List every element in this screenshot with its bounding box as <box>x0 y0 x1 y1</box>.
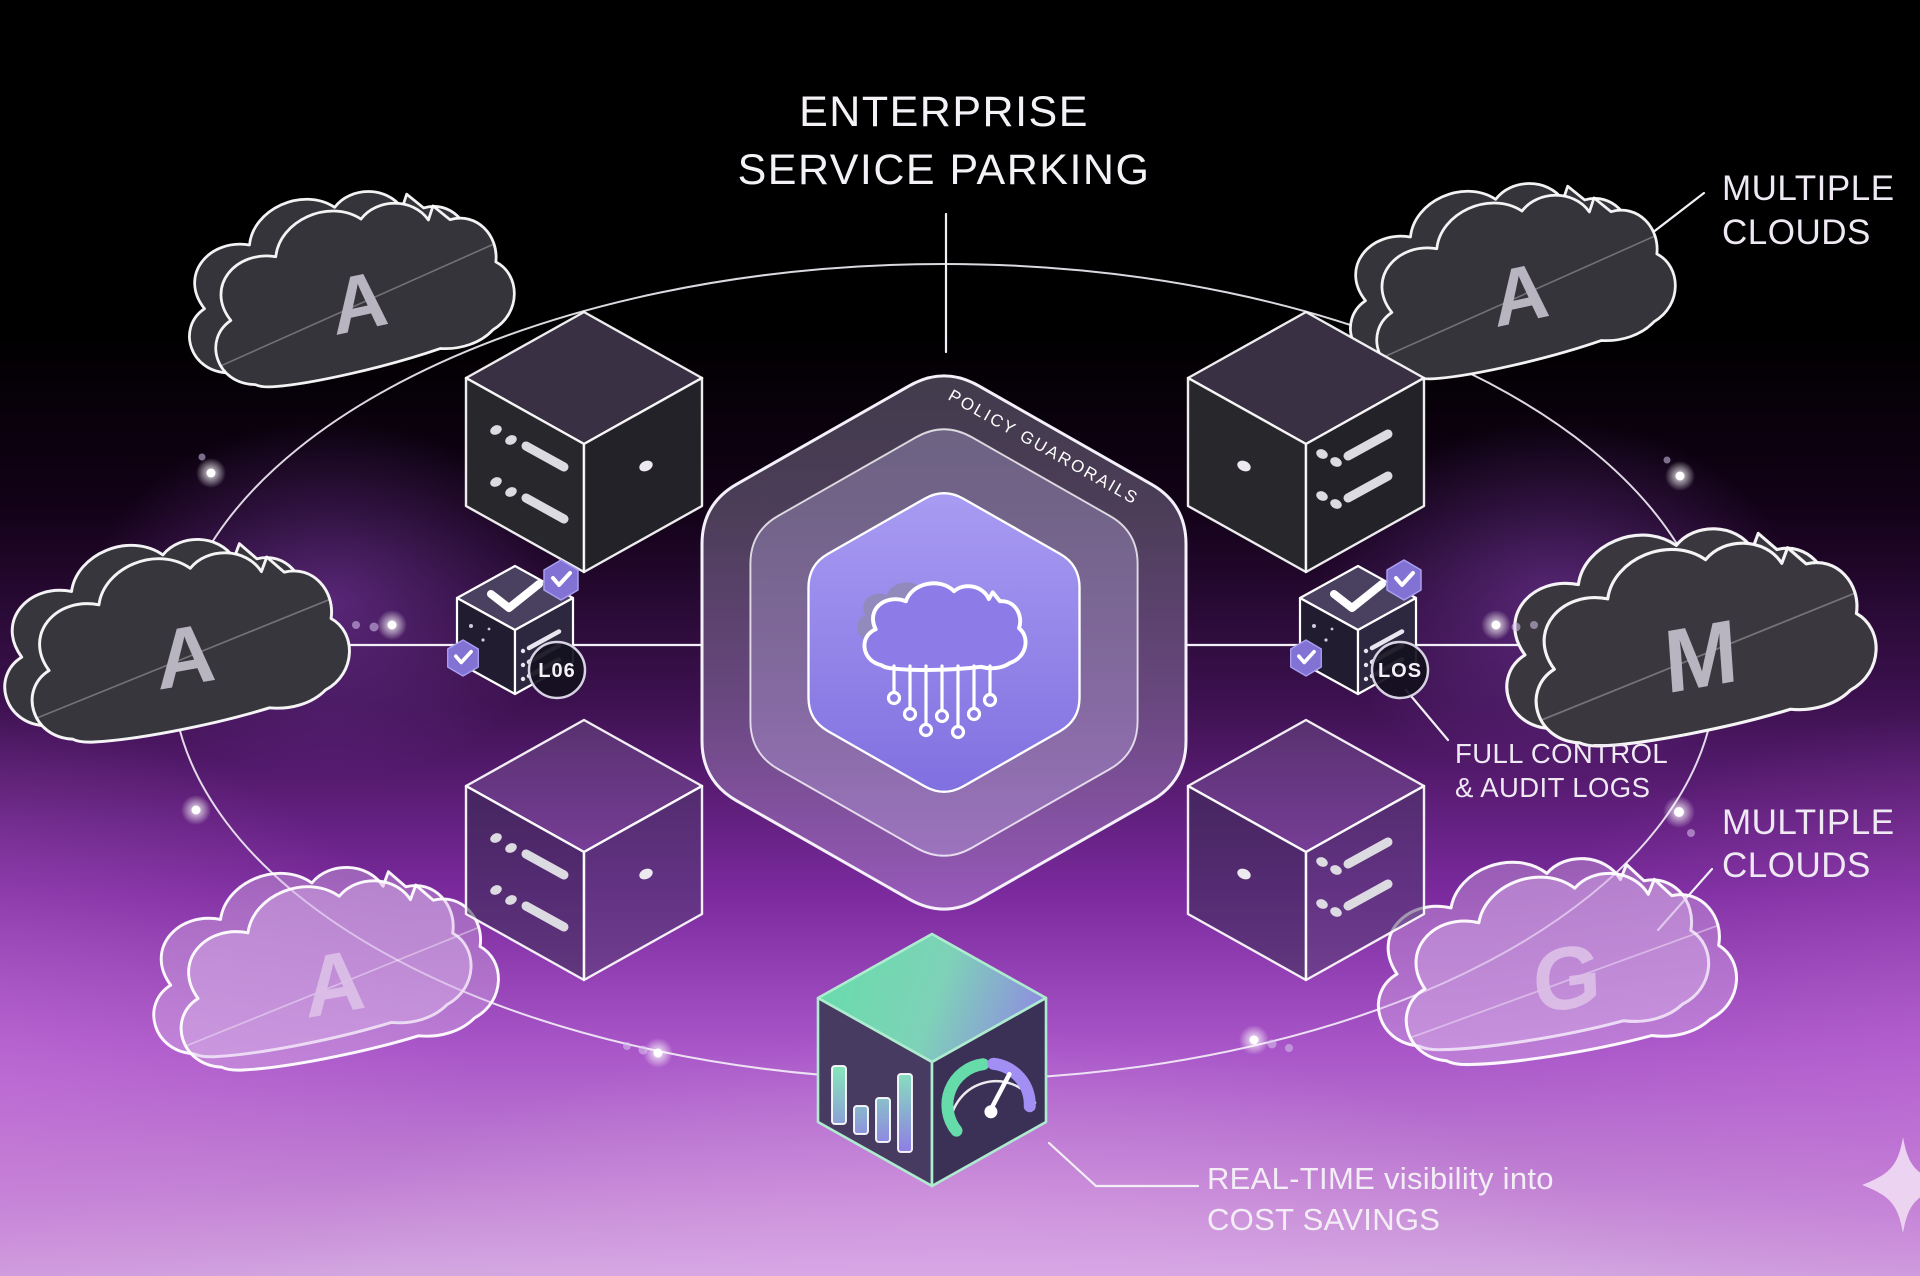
callout-line-full-control <box>1404 688 1450 742</box>
cloud-circuit-icon <box>856 581 1027 740</box>
cloud-top-right: A <box>1325 155 1687 394</box>
sparkle-icon <box>1862 1137 1920 1233</box>
cost-dashboard-cube <box>816 932 1048 1188</box>
cloud-provider-letter: A <box>327 253 392 353</box>
cloud-mid-left: A <box>0 512 360 757</box>
callout-full-control-line2: & AUDIT LOGS <box>1455 772 1650 803</box>
callout-full-control-line1: FULL CONTROL <box>1455 738 1668 769</box>
cloud-provider-letter: M <box>1661 599 1741 712</box>
cloud-provider-letter: A <box>301 931 368 1037</box>
callout-cost-savings-line2: COST SAVINGS <box>1207 1202 1440 1237</box>
callout-multiple-clouds-top-line2: CLOUDS <box>1722 213 1871 252</box>
data-packet-dots <box>181 453 1695 1068</box>
cloud-mid-right: M <box>1482 500 1888 761</box>
gauge-icon <box>941 1057 1037 1137</box>
cloud-bottom-left: A <box>131 840 509 1085</box>
cloud-provider-letter: G <box>1531 924 1602 1033</box>
diagram-title-line2: SERVICE PARKING <box>738 146 1151 194</box>
cloud-top-left: A <box>164 163 526 402</box>
callout-multiple-clouds-top-line1: MULTIPLE <box>1722 169 1895 208</box>
diagram-title-line1: ENTERPRISE <box>799 88 1089 136</box>
policy-hexagon: POLICY GUARORAILS <box>700 374 1188 911</box>
callout-multiple-clouds-right-line2: CLOUDS <box>1722 846 1871 885</box>
bar-chart-icon <box>831 1065 913 1153</box>
server-cube-bottom-left <box>466 720 702 980</box>
callout-multiple-clouds-right-line1: MULTIPLE <box>1722 803 1895 842</box>
cloud-bottom-right: G <box>1359 834 1746 1078</box>
callout-line-cost-savings <box>1047 1141 1200 1188</box>
callout-cost-savings-line1: REAL-TIME visibility into <box>1207 1161 1554 1196</box>
validator-badge-left: L06 <box>538 660 575 682</box>
validator-badge-right: LOS <box>1378 660 1422 682</box>
cloud-provider-letter: A <box>1488 245 1553 345</box>
cloud-provider-letter: A <box>153 604 218 707</box>
